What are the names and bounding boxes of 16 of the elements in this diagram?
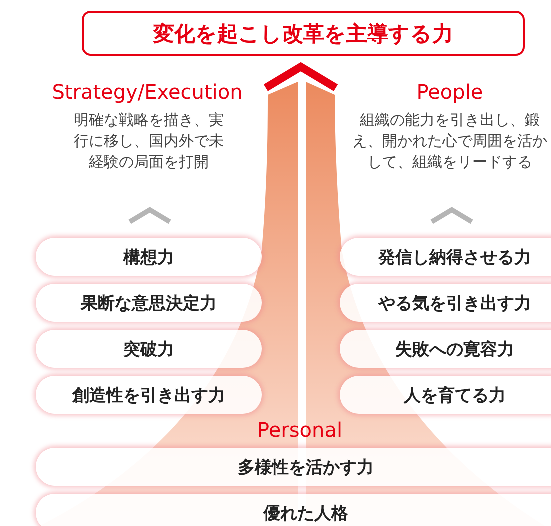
ability-pill: 発信し納得させる力 xyxy=(340,238,551,276)
ability-pill: 突破力 xyxy=(36,330,262,368)
ability-pill: 創造性を引き出す力 xyxy=(36,376,262,414)
ability-pill: 失敗への寛容力 xyxy=(340,330,551,368)
ability-band: 多様性を活かす力 xyxy=(36,448,551,486)
category-heading: Personal xyxy=(256,418,344,442)
ability-pill: 構想力 xyxy=(36,238,262,276)
description-text: 明確な戦略を描き、実行に移し、国内外で未経験の局面を打開 xyxy=(73,110,225,173)
ability-pill: 人を育てる力 xyxy=(340,376,551,414)
description-text: 組織の能力を引き出し、鍛え、開かれた心で周囲を活かして、組織をリードする xyxy=(352,110,548,173)
ability-pill: 果断な意思決定力 xyxy=(36,284,262,322)
title-box: 変化を起こし改革を主導する力 xyxy=(82,11,525,56)
category-heading: Strategy/Execution xyxy=(51,80,244,104)
ability-band: 優れた人格 xyxy=(36,494,551,526)
category-heading: People xyxy=(416,80,484,104)
ability-pill: やる気を引き出す力 xyxy=(340,284,551,322)
